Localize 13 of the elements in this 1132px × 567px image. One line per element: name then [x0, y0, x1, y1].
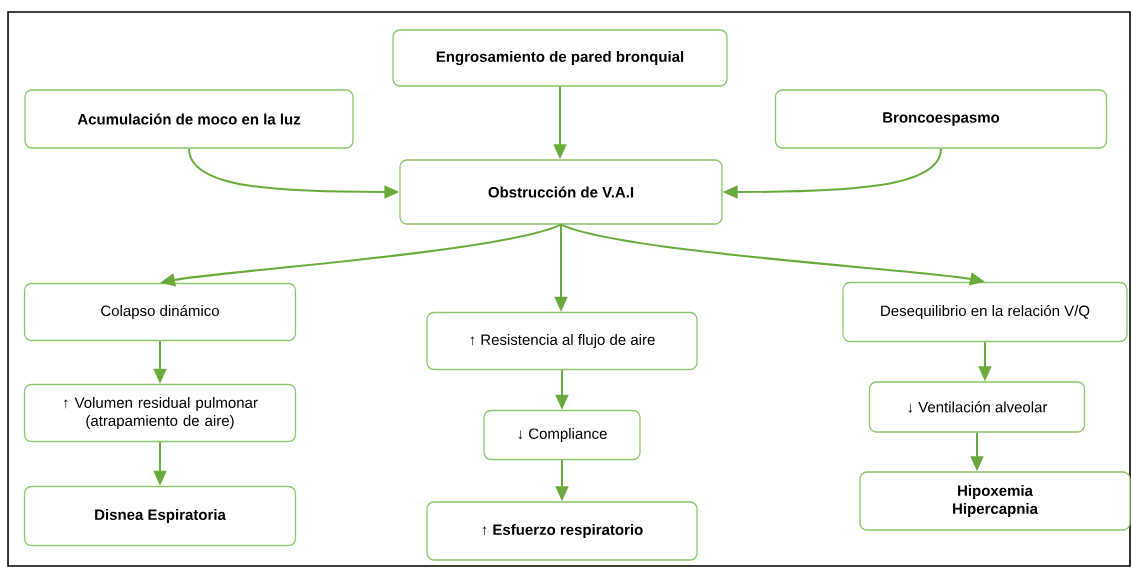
process-box: Acumulación de moco en la luz: [24, 89, 354, 149]
process-box: ↑ Resistencia al flujo de aire: [426, 311, 698, 371]
process-box: Broncoespasmo: [774, 89, 1108, 149]
process-box: Desequilibrio en la relación V/Q: [842, 281, 1128, 343]
process-box: ↑ Esfuerzo respiratorio: [426, 501, 698, 561]
process-box: ↓ Compliance: [483, 409, 641, 461]
process-box: Obstrucción de V.A.I: [399, 159, 723, 225]
process-box: ↑ Volumen residual pulmonar (atrapamiento de aire): [23, 383, 297, 443]
process-box: Hipoxemia Hipercapnia: [859, 471, 1131, 531]
process-box: Colapso dinámico: [23, 282, 297, 342]
process-box: ↓ Ventilación alveolar: [868, 381, 1086, 433]
process-box: Disnea Espiratoria: [23, 485, 297, 547]
process-box: Engrosamiento de pared bronquial: [392, 29, 728, 87]
